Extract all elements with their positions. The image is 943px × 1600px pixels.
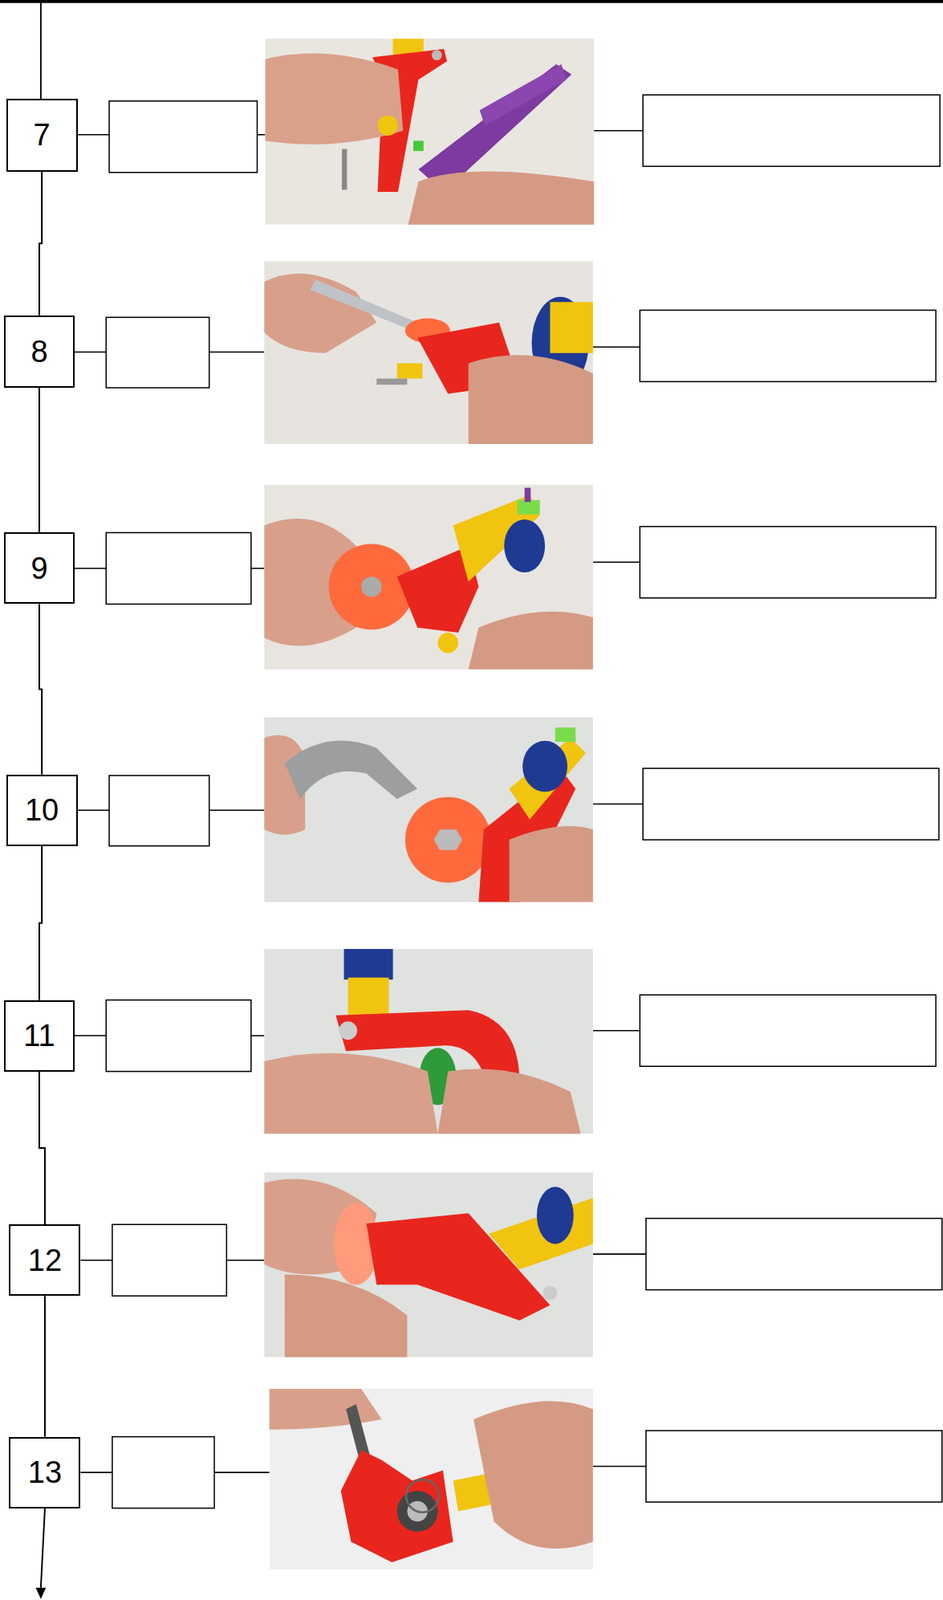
step-number-box: 8 [4,315,75,388]
step-number-box: 12 [8,1223,81,1296]
step-number-box: 9 [4,532,75,604]
photo-step [265,38,594,224]
step-number: 10 [24,794,59,826]
photo-step [264,1171,593,1357]
step-number: 11 [23,1020,55,1051]
step-number-box: 11 [4,999,75,1072]
photo-step [264,484,593,670]
blank-boxes [105,94,942,1508]
top-rule [0,0,943,4]
flow-connector [39,603,42,774]
step-number: 9 [30,552,48,584]
photo-step [264,260,593,444]
arrow-head [36,1587,47,1599]
photo-step [269,1388,594,1569]
photo-step [264,717,593,903]
step-number: 7 [33,119,51,151]
step-number-box: 13 [8,1436,81,1508]
flow-line [40,1507,45,1588]
leader-lines [74,130,647,1472]
flow-connector [39,171,42,316]
step-number-box: 7 [6,98,78,171]
step-number: 12 [28,1244,62,1276]
step-number: 13 [28,1456,62,1488]
step-number: 8 [30,336,48,367]
flow-connector [38,387,41,533]
step-number-box: 10 [6,774,78,846]
flow-line [40,0,42,99]
flow-connector [44,1295,46,1436]
photo-step [264,948,593,1134]
flow-connector [39,845,42,1000]
flow-connector [39,1071,45,1225]
